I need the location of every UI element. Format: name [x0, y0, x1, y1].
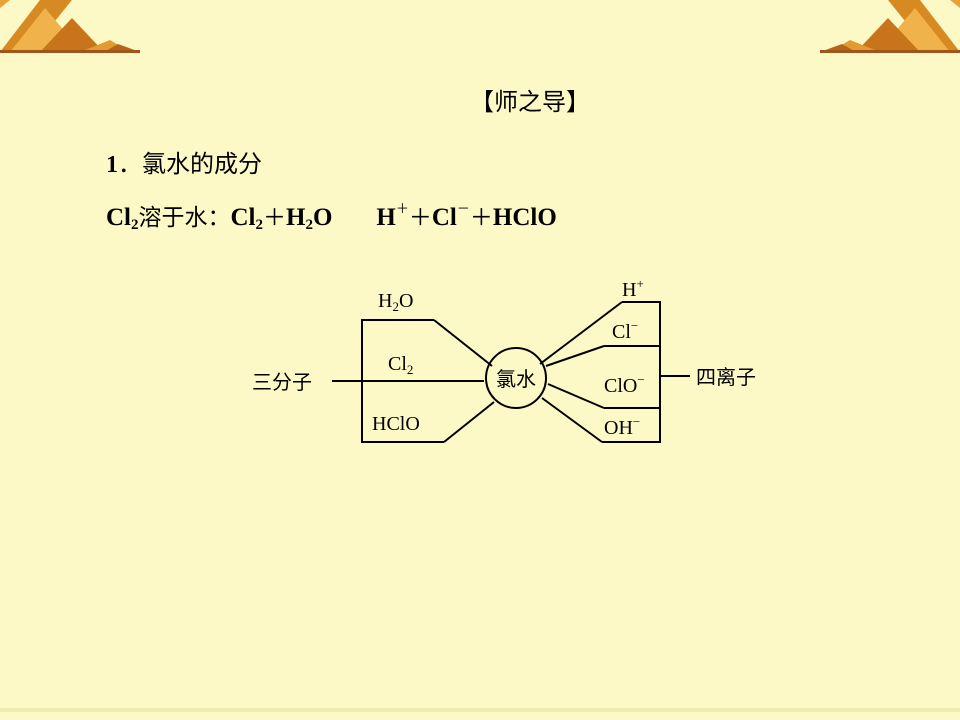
eq-cl2: Cl: [106, 204, 131, 231]
eq-reactant1: Cl: [230, 204, 256, 231]
left-label: 三分子: [252, 370, 312, 394]
eq-dissolve-text: 溶于水：: [138, 205, 231, 231]
eq-reactant1-sub: 2: [255, 217, 264, 233]
eq-product2: Cl: [431, 204, 457, 231]
ion-cl: Cl−: [612, 318, 638, 343]
section-number: 1: [106, 152, 118, 178]
molecule-cl2: Cl2: [388, 353, 413, 377]
connector-clo-ion: [547, 383, 605, 409]
eq-plus2: ＋: [408, 205, 432, 231]
eq-product2-sup: －: [456, 201, 470, 216]
eq-reactant2-sub: 2: [305, 217, 313, 233]
eq-cl2-sub: 2: [131, 217, 139, 233]
section-separator: ．: [118, 150, 142, 178]
ion-box-outline: [602, 301, 661, 443]
ion-h: H+: [622, 276, 644, 301]
connector-cl-ion: [545, 345, 605, 367]
heading-text: 【师之导】: [470, 88, 590, 116]
connector-h2o: [433, 319, 493, 367]
right-corner-triangles: [820, 0, 960, 53]
right-label: 四离子: [696, 365, 756, 389]
connector-hclo: [443, 401, 495, 443]
section-title-text: 氯水的成分: [142, 150, 262, 178]
page-heading: 【师之导】: [0, 82, 960, 117]
molecule-hclo: HClO: [372, 413, 420, 435]
connector-h-ion: [539, 301, 623, 365]
connector-oh-ion: [541, 397, 603, 443]
molecule-h2o: H2O: [378, 290, 413, 314]
center-label: 氯水: [496, 367, 536, 391]
corner-decoration: [0, 0, 960, 53]
eq-reactant2-a: H: [286, 204, 306, 231]
eq-product1-sup: ＋: [395, 201, 409, 216]
center-circle: [485, 347, 547, 409]
section-title: 1．氯水的成分: [106, 144, 262, 179]
footer-rule: [0, 708, 960, 712]
eq-product1: H: [376, 204, 396, 231]
ion-oh: OH−: [604, 414, 640, 439]
left-corner-triangles: [0, 0, 140, 53]
eq-plus1: ＋: [263, 205, 286, 231]
eq-product3: HClO: [492, 204, 557, 231]
eq-reactant2-b: O: [312, 204, 333, 231]
ion-clo: ClO−: [604, 372, 645, 397]
eq-plus3: ＋: [469, 205, 493, 231]
